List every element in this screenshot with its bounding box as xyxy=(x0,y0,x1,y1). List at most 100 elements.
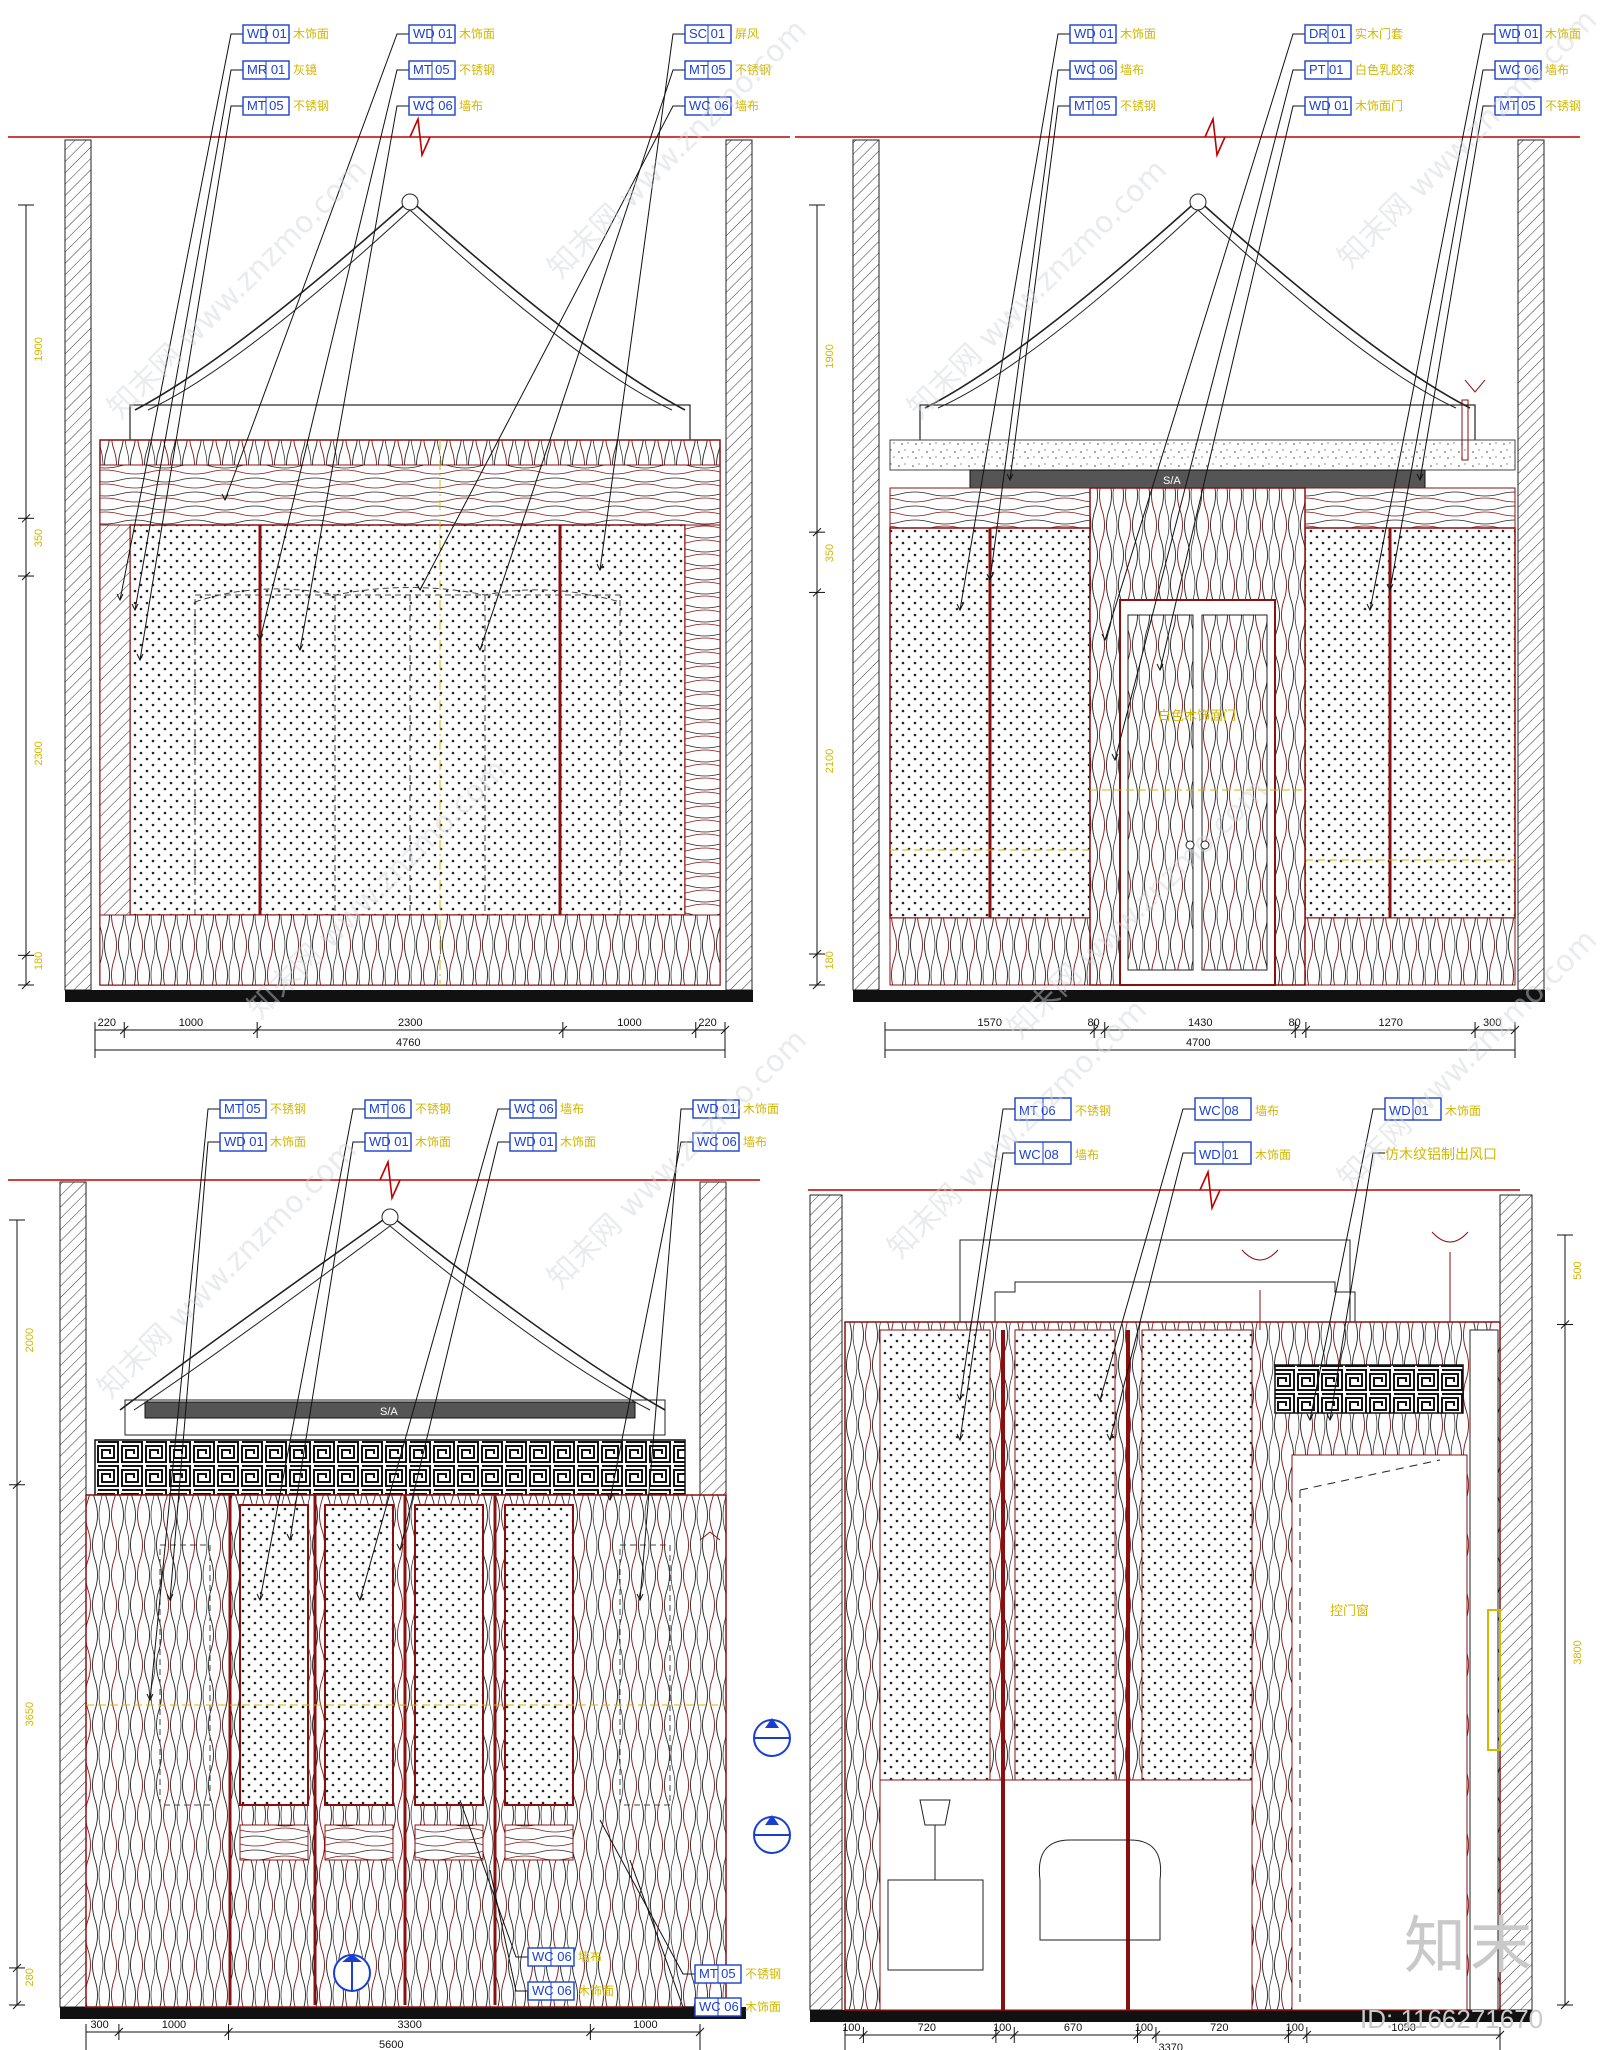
dim-label: 2000 xyxy=(24,1328,36,1352)
tag-code: WD 01 xyxy=(1309,98,1349,113)
material-tag: MT 05 不锈钢 xyxy=(1416,96,1581,482)
tag-code: MT 06 xyxy=(369,1101,406,1116)
right-wall xyxy=(1517,139,1545,991)
tag-code: WD 01 xyxy=(1074,26,1114,41)
section-marker xyxy=(753,1718,791,1757)
tag-desc: 仿木纹铝制出风口 xyxy=(1385,1147,1497,1163)
door-label: 白色木饰面门 xyxy=(1158,708,1236,724)
right-wall xyxy=(699,1181,727,1523)
left-wall xyxy=(59,1181,87,2008)
tag-code: WC 06 xyxy=(514,1101,554,1116)
tag-code: WD 01 xyxy=(1389,1103,1429,1118)
dim-label: 3300 xyxy=(397,2019,421,2031)
tag-desc: 木饰面 xyxy=(1255,1148,1291,1162)
door-leaf-right xyxy=(1201,614,1268,971)
sa-strip xyxy=(969,469,1426,489)
tag-desc: 不锈钢 xyxy=(459,63,495,77)
dim-label: 1050 xyxy=(1391,2022,1415,2034)
dim-label: 1900 xyxy=(824,344,836,368)
material-tag: WD 01 木饰面 xyxy=(286,1132,451,1542)
tag-code: MT 05 xyxy=(699,1966,736,1981)
dim-label: 350 xyxy=(824,544,836,562)
tag-code: MT 05 xyxy=(247,98,284,113)
tag-desc: 墙布 xyxy=(1120,63,1144,77)
tag-code: WD 01 xyxy=(369,1134,409,1149)
watermark-text: 知末网 www.znzmo.com xyxy=(101,153,374,426)
tag-code: MT 05 xyxy=(1499,98,1536,113)
material-tag: 仿木纹铝制出风口 xyxy=(1326,1147,1497,1422)
tag-desc: 木饰面 xyxy=(415,1135,451,1149)
wallcloth-panel xyxy=(228,1495,309,2005)
top-band xyxy=(99,464,721,526)
section-marker xyxy=(333,1954,371,1992)
left-wall xyxy=(64,139,92,991)
wallcloth-right xyxy=(1304,527,1516,919)
dim-label: 100 xyxy=(1286,2022,1304,2034)
tag-desc: 木饰面 xyxy=(578,1984,614,1998)
dim-label: 1270 xyxy=(1378,1017,1402,1029)
tag-desc: 不锈钢 xyxy=(415,1102,451,1116)
wallcloth-panel xyxy=(493,1495,574,2005)
dim-label: 180 xyxy=(824,951,836,969)
tag-desc: 木饰面 xyxy=(743,1102,779,1116)
dim-label: 350 xyxy=(33,529,45,547)
door-opening xyxy=(1291,1454,1468,2011)
tag-code: MT 05 xyxy=(689,62,726,77)
dim-label: 1570 xyxy=(978,1017,1002,1029)
dim-label: 1900 xyxy=(33,337,45,361)
tag-desc: 不锈钢 xyxy=(1545,99,1581,113)
dim-label: 3800 xyxy=(1572,1640,1584,1664)
dim-label: 2300 xyxy=(398,1017,422,1029)
tag-desc: 木饰面 xyxy=(1545,27,1581,41)
dim-label: 1430 xyxy=(1188,1017,1212,1029)
tag-code: MT 05 xyxy=(1074,98,1111,113)
wallcloth-panel xyxy=(313,1495,394,2005)
sa-strip xyxy=(144,1401,636,1419)
wallcloth-panel xyxy=(1014,1329,1116,1781)
dim-label: 300 xyxy=(1483,1017,1501,1029)
tag-desc: 墙布 xyxy=(743,1135,767,1149)
tag-code: SC 01 xyxy=(689,26,725,41)
armchair xyxy=(1038,1839,1162,1941)
tag-code: WC 06 xyxy=(699,1999,739,2014)
tag-code: WC 06 xyxy=(413,98,453,113)
dim-total: 4700 xyxy=(1186,1037,1210,1049)
tag-code: MT 06 xyxy=(1019,1103,1056,1118)
tag-desc: 墙布 xyxy=(1255,1104,1279,1118)
floor-slab xyxy=(60,2007,746,2019)
sa-label: S/A xyxy=(1163,475,1181,487)
tag-code: MT 05 xyxy=(413,62,450,77)
floor-slab xyxy=(853,990,1545,1002)
tag-desc: 木饰面 xyxy=(1445,1104,1481,1118)
dim-label: 100 xyxy=(1135,2022,1153,2034)
dim-label: 220 xyxy=(698,1017,716,1029)
tag-desc: 不锈钢 xyxy=(1075,1104,1111,1118)
swing-label: 控门窗 xyxy=(1330,1603,1369,1619)
material-tag: MT 05 不锈钢 xyxy=(256,60,495,642)
tag-desc: 屏风 xyxy=(735,27,759,41)
wallcloth-panel xyxy=(879,1329,991,1781)
dim-label: 670 xyxy=(1064,2022,1082,2034)
